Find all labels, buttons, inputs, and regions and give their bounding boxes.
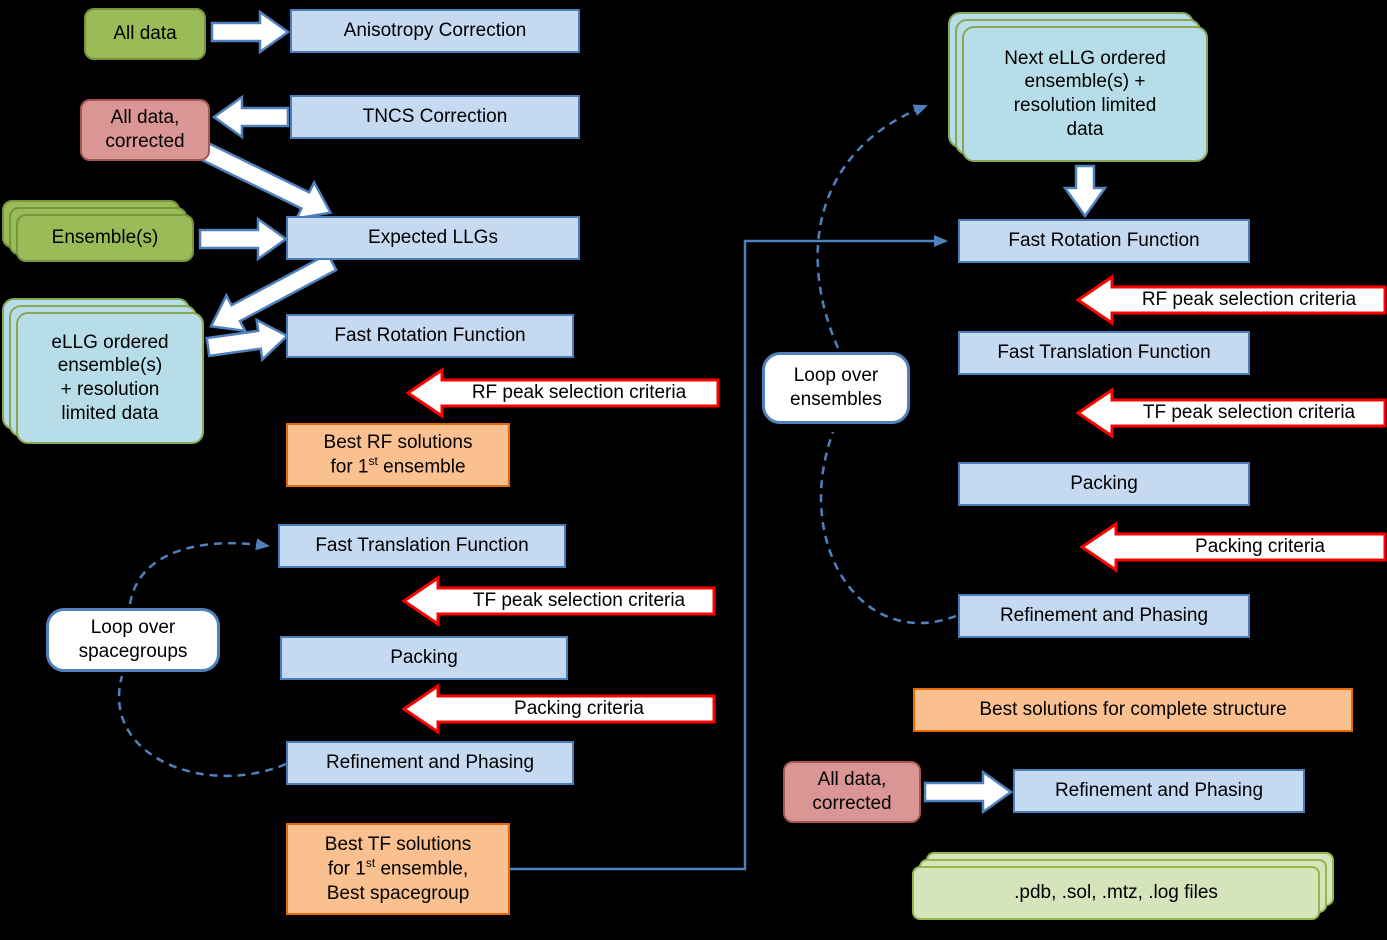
refinement-left-box: Refinement and Phasing [286, 741, 574, 785]
arrow-corrected-to-final-refinement [923, 769, 1014, 815]
tf-criteria-right-label: TF peak selection criteria [1142, 402, 1356, 423]
best-rf-solutions-box: Best RF solutions for 1st ensemble [286, 423, 510, 487]
loop-over-ensembles-box: Loop over ensembles [762, 352, 910, 424]
best-tf-line3: Best spacegroup [326, 882, 470, 904]
fast-rotation-left-box: Fast Rotation Function [286, 314, 574, 358]
fast-rotation-right-box: Fast Rotation Function [958, 219, 1250, 263]
rf-criteria-right-label: RF peak selection criteria [1141, 289, 1357, 310]
loop-ensembles-curve-down [819, 431, 957, 625]
refinement-right-box: Refinement and Phasing [958, 594, 1250, 638]
best-rf-line2: for 1st ensemble [330, 454, 465, 479]
best-rf-line2-sup: st [368, 454, 378, 469]
expected-llgs-box: Expected LLGs [286, 216, 580, 260]
all-data-corrected-box: All data, corrected [80, 99, 210, 161]
arrow-tncs-to-corrected [211, 94, 290, 140]
all-data-corrected-right-box: All data, corrected [783, 761, 921, 823]
connector-besttf-to-rotation [510, 235, 948, 871]
arrow-ellgs-to-ordered [209, 252, 338, 333]
packing-left-box: Packing [280, 636, 568, 680]
ellg-ordered-box: eLLG ordered ensemble(s) + resolution li… [16, 312, 204, 444]
next-ellg-box: Next eLLG ordered ensemble(s) + resoluti… [962, 26, 1208, 162]
packing-right-box: Packing [958, 462, 1250, 506]
best-tf-line2-post: ensemble, [375, 858, 469, 880]
loop-ensembles-curve-up [816, 104, 928, 349]
rf-criteria-arrow-left [405, 367, 720, 419]
arrow-ordered-to-rotation [205, 317, 290, 363]
packing-criteria-left-label: Packing criteria [514, 698, 644, 719]
all-data-box: All data [84, 8, 206, 60]
loop-over-spacegroups-box: Loop over spacegroups [46, 608, 220, 672]
arrow-corrected-to-ellgs [196, 140, 333, 221]
arrow-ensembles-to-ellgs [198, 216, 289, 262]
arrow-alldata-to-anisotropy [210, 9, 291, 55]
anisotropy-correction-box: Anisotropy Correction [290, 9, 580, 53]
arrow-nextellg-to-rotation [1062, 164, 1108, 219]
down-triangle-right-packing [1027, 455, 1043, 467]
loop-spacegroups-curve-up [128, 538, 270, 605]
best-tf-line2: for 1st ensemble, [328, 856, 468, 881]
best-rf-line1: Best RF solutions [323, 431, 473, 453]
packing-criteria-arrow-left [401, 683, 716, 735]
best-tf-line2-sup: st [365, 856, 376, 871]
loop-spacegroups-curve-down [118, 675, 287, 778]
tf-criteria-arrow-right [1075, 387, 1387, 439]
tncs-correction-box: TNCS Correction [290, 95, 580, 139]
best-solutions-complete-box: Best solutions for complete structure [913, 688, 1353, 732]
tf-criteria-arrow-left [401, 575, 716, 627]
rf-criteria-left-label: RF peak selection criteria [471, 382, 687, 403]
down-triangle-left-packing [418, 628, 434, 640]
tf-criteria-left-label: TF peak selection criteria [472, 590, 686, 611]
rf-criteria-arrow-right [1075, 274, 1387, 326]
best-tf-line2-pre: for 1 [327, 858, 366, 880]
best-rf-line2-post: ensemble [377, 456, 466, 478]
outputs-box: .pdb, .sol, .mtz, .log files [912, 866, 1320, 920]
fast-translation-left-box: Fast Translation Function [278, 524, 566, 568]
packing-criteria-right-label: Packing criteria [1195, 536, 1325, 557]
refinement-final-box: Refinement and Phasing [1013, 769, 1305, 813]
fast-translation-right-box: Fast Translation Function [958, 331, 1250, 375]
best-tf-solutions-box: Best TF solutions for 1st ensemble, Best… [286, 823, 510, 915]
best-tf-line1: Best TF solutions [324, 833, 472, 855]
packing-criteria-arrow-right [1079, 521, 1387, 573]
ensembles-box: Ensemble(s) [16, 214, 194, 262]
best-rf-line2-pre: for 1 [330, 456, 369, 478]
